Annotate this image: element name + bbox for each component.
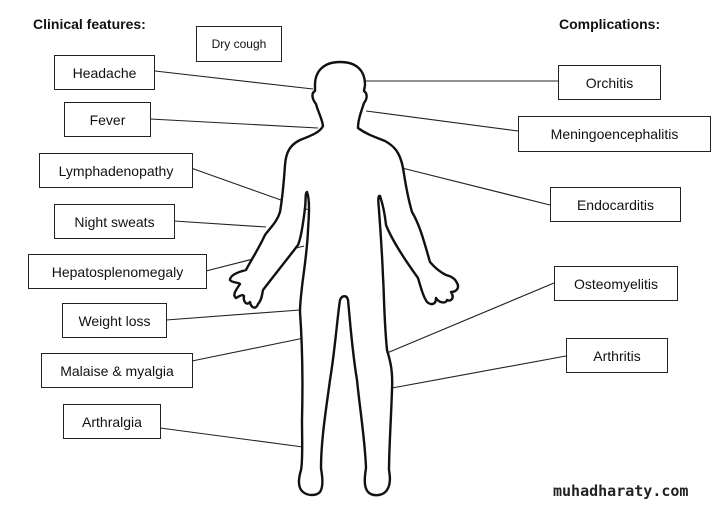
line-fever: [149, 118, 319, 129]
human-body-outline: [228, 60, 460, 497]
label-weight-loss: Weight loss: [62, 303, 167, 338]
label-arthritis: Arthritis: [566, 338, 668, 373]
line-night-sweats: [173, 220, 267, 228]
complications-heading: Complications:: [559, 16, 661, 32]
label-malaise-myalgia: Malaise & myalgia: [41, 353, 193, 388]
line-headache: [154, 70, 314, 90]
line-endocarditis: [401, 167, 551, 206]
label-arthralgia: Arthralgia: [63, 404, 161, 439]
line-arthralgia: [159, 427, 304, 448]
label-night-sweats: Night sweats: [54, 204, 175, 239]
clinical-features-heading: Clinical features:: [33, 16, 146, 32]
label-headache: Headache: [54, 55, 155, 90]
line-meningoencephalitis: [365, 110, 519, 132]
label-fever: Fever: [64, 102, 151, 137]
label-hepatosplenomegaly: Hepatosplenomegaly: [28, 254, 207, 289]
label-osteomyelitis: Osteomyelitis: [554, 266, 678, 301]
line-arthritis: [391, 355, 567, 389]
label-dry-cough: Dry cough: [196, 26, 282, 62]
label-meningoencephalitis: Meningoencephalitis: [518, 116, 711, 152]
line-weight-loss: [165, 309, 301, 321]
line-malaise: [191, 337, 305, 362]
line-osteomyelitis: [386, 282, 555, 354]
label-endocarditis: Endocarditis: [550, 187, 681, 222]
label-lymphadenopathy: Lymphadenopathy: [39, 153, 193, 188]
watermark: muhadharaty.com: [553, 482, 689, 500]
label-orchitis: Orchitis: [558, 65, 661, 100]
